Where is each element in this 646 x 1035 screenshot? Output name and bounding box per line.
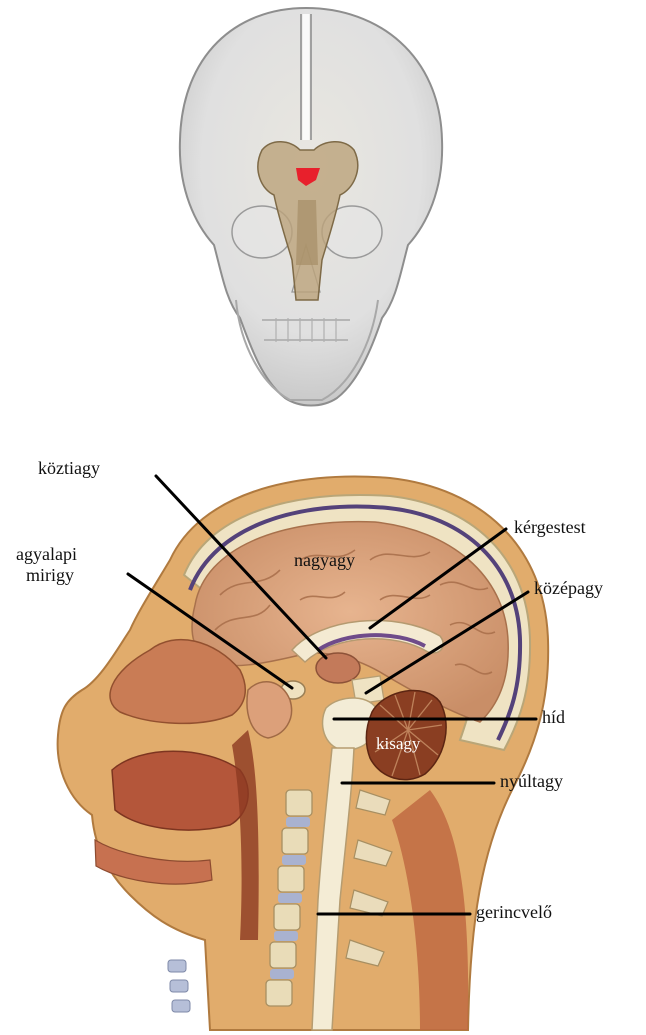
diencephalon	[316, 653, 360, 683]
label-kozepagy: középagy	[534, 578, 603, 598]
tongue	[112, 751, 248, 830]
label-gerincvelo: gerincvelő	[476, 902, 552, 922]
label-kergestest: kérgestest	[514, 517, 586, 537]
label-hid: híd	[542, 707, 565, 727]
label-koztiagy: köztiagy	[38, 458, 100, 478]
label-nyultagy: nyúltagy	[500, 771, 563, 791]
skull-front-view	[180, 8, 442, 406]
label-nagyagy: nagyagy	[294, 550, 355, 570]
label-agyalapi-line1: agyalapi	[16, 544, 77, 564]
label-agyalapi-line2: mirigy	[26, 565, 74, 585]
label-kisagy: kisagy	[376, 734, 421, 753]
